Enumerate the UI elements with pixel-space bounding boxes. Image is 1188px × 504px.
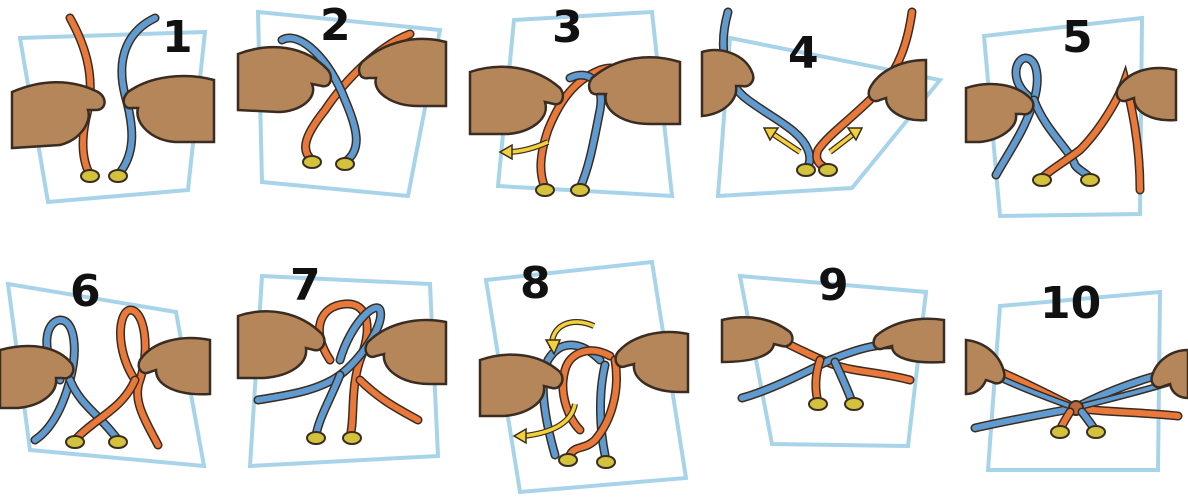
step-panel-1: 1 — [12, 12, 214, 202]
right-hand — [124, 76, 214, 142]
step-number-2: 2 — [320, 0, 351, 51]
step-number-4: 4 — [788, 28, 819, 79]
left-hand — [702, 50, 753, 116]
step-panel-10: 10 — [966, 278, 1188, 470]
step-number-10: 10 — [1040, 278, 1101, 329]
eyelet — [845, 398, 863, 410]
step-panel-2: 2 — [238, 0, 446, 196]
step-panel-6: 6 — [0, 266, 210, 466]
left-hand — [722, 317, 792, 362]
step-panel-4: 4 — [702, 12, 940, 196]
step-number-5: 5 — [1062, 12, 1093, 63]
step-panel-3: 3 — [470, 2, 680, 196]
step-number-6: 6 — [70, 266, 101, 317]
eyelet — [307, 432, 325, 444]
right-hand — [874, 319, 944, 363]
eyelet — [597, 456, 615, 468]
step-panel-8: 8 — [480, 258, 688, 492]
step-number-3: 3 — [552, 2, 583, 53]
right-hand — [359, 39, 446, 106]
eyelet — [109, 436, 127, 448]
right-hand — [616, 332, 688, 392]
eyelet — [559, 454, 577, 466]
eyelet — [1051, 426, 1069, 438]
eyelet — [1087, 426, 1105, 438]
eyelet — [81, 170, 99, 182]
step-panel-7: 7 — [238, 260, 446, 466]
step-number-1: 1 — [162, 12, 193, 63]
eyelet — [1033, 174, 1051, 186]
step-number-9: 9 — [818, 260, 849, 311]
eyelet — [303, 156, 321, 168]
eyelet — [109, 170, 127, 182]
eyelet — [343, 432, 361, 444]
eyelet — [819, 164, 837, 176]
left-hand — [480, 355, 562, 416]
eyelet — [809, 398, 827, 410]
eyelet — [336, 158, 354, 170]
eyelet — [797, 164, 815, 176]
left-hand — [238, 311, 324, 378]
step-panel-9: 9 — [722, 260, 944, 446]
eyelet — [66, 436, 84, 448]
step-number-7: 7 — [290, 260, 321, 311]
eyelet — [1081, 174, 1099, 186]
eyelet — [571, 184, 589, 196]
step-panel-5: 5 — [966, 12, 1176, 216]
step-number-8: 8 — [520, 258, 551, 309]
arrow-head — [514, 429, 526, 443]
eyelet — [536, 184, 554, 196]
